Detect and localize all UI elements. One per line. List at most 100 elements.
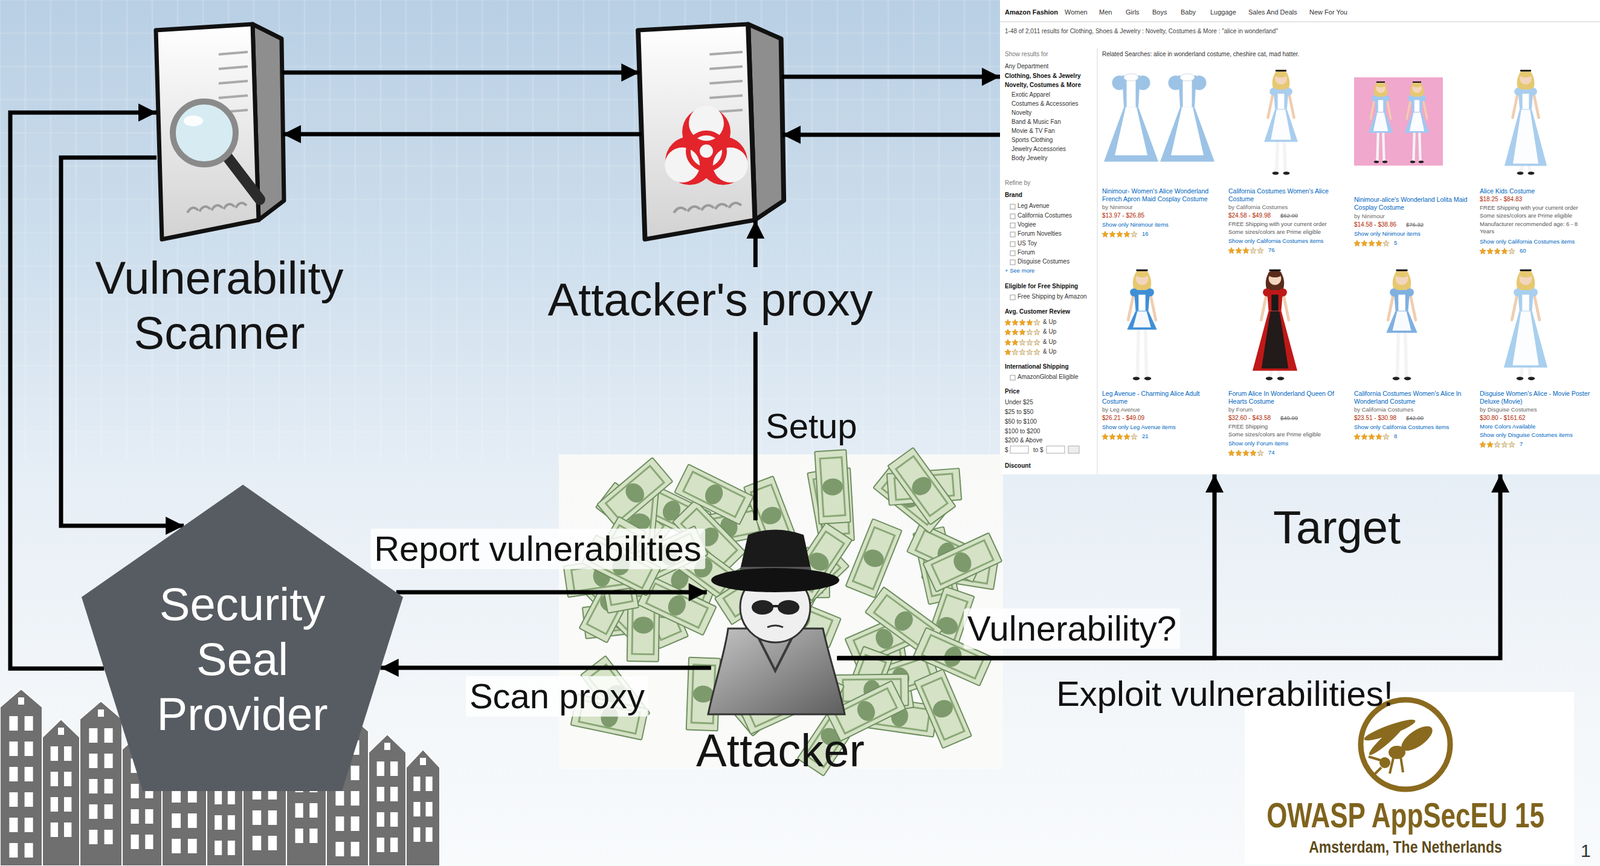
background-texture xyxy=(126,0,129,460)
rating-stars xyxy=(1479,248,1486,255)
costume-model xyxy=(1383,131,1384,162)
background-texture xyxy=(0,99,1000,101)
connector-arrow xyxy=(753,220,758,521)
screenshot-text: 1-48 of 2,011 results for Clothing, Shoe… xyxy=(1004,27,1278,36)
costume-model xyxy=(1404,376,1411,381)
costume-dress xyxy=(1103,73,1159,162)
dollar-bill xyxy=(929,696,956,721)
screenshot-text: Show only California Costumes items xyxy=(1479,238,1575,245)
checkbox xyxy=(1010,222,1016,228)
dollar-bill xyxy=(923,532,1003,593)
canal-house xyxy=(413,801,420,817)
node-label: Vulnerability Scanner xyxy=(77,250,362,361)
costume-model xyxy=(1511,292,1518,321)
background-texture xyxy=(0,165,1000,168)
screenshot-text: Leg Avenue xyxy=(1017,202,1050,210)
canal-house xyxy=(24,842,34,858)
rating-stars xyxy=(1354,433,1390,440)
screenshot-text: FREE Shipping xyxy=(1228,422,1268,430)
background-texture xyxy=(405,0,408,460)
costume-model xyxy=(1129,288,1138,297)
costume-model xyxy=(1389,288,1398,297)
scanner-server-icon xyxy=(172,101,236,165)
costume-model xyxy=(1271,294,1278,312)
costume-model xyxy=(1412,82,1423,88)
costume-model xyxy=(1378,100,1384,113)
rating-stars xyxy=(1026,329,1033,336)
background-texture xyxy=(329,0,332,460)
costume-model xyxy=(1149,292,1156,321)
canal-house xyxy=(351,816,360,831)
screenshot-text: $76.32 xyxy=(1406,221,1424,228)
costume-model xyxy=(1404,81,1430,164)
costume-model xyxy=(1528,171,1535,175)
proxy-server-icon xyxy=(673,207,686,213)
rating-stars xyxy=(1242,247,1249,254)
screenshot-text: $42.00 xyxy=(1406,414,1424,422)
costume-dress xyxy=(1103,107,1159,162)
canal-house xyxy=(9,766,18,782)
rating-stars xyxy=(1228,450,1235,457)
screenshot-text: $62.00 xyxy=(1280,212,1298,219)
canal-house xyxy=(0,688,43,866)
canal-house xyxy=(368,734,407,866)
dollar-bill xyxy=(674,464,754,525)
rating-stars xyxy=(1368,240,1375,247)
canal-house xyxy=(64,746,72,761)
node-label: Target xyxy=(1273,499,1401,555)
screenshot-text: US Toy xyxy=(1017,239,1037,248)
background-texture xyxy=(100,0,103,460)
screenshot-text: by Forum xyxy=(1228,406,1253,413)
proxy-server-icon xyxy=(709,66,743,69)
canal-house xyxy=(131,834,139,849)
costume-model xyxy=(1405,331,1407,378)
scanner-server-icon xyxy=(226,155,260,200)
screenshot-text: $50 to $100 xyxy=(1004,418,1037,426)
dollar-bill xyxy=(921,677,965,740)
rating-stars xyxy=(1368,433,1375,440)
rating-stars xyxy=(1004,339,1011,346)
canal-house xyxy=(50,796,59,812)
canal-house xyxy=(419,757,426,765)
screenshot-text: 7 xyxy=(1519,440,1523,448)
costume-model xyxy=(1262,288,1271,297)
background-texture xyxy=(963,0,966,460)
costume-model xyxy=(1533,292,1540,321)
canal-house xyxy=(58,727,65,735)
screenshot-text: FREE Shipping with your current order xyxy=(1479,204,1579,211)
canal-house xyxy=(79,700,123,866)
rating-stars xyxy=(1004,349,1040,356)
canal-house xyxy=(9,817,18,833)
costume-model xyxy=(1136,269,1149,272)
costume-model xyxy=(1132,311,1152,328)
canal-house xyxy=(252,835,262,851)
background-texture xyxy=(481,0,484,460)
screenshot-text: Movie & TV Fan xyxy=(1011,127,1055,135)
screenshot-text: Novelty xyxy=(1011,109,1032,117)
rating-stars xyxy=(1250,450,1257,457)
rating-stars xyxy=(1354,433,1361,440)
background-texture xyxy=(836,0,839,460)
rating-stars xyxy=(1228,450,1264,457)
canal-house xyxy=(88,753,98,768)
costume-model xyxy=(1398,294,1405,312)
canal-house xyxy=(227,815,236,830)
canal-house xyxy=(309,828,318,843)
background-texture xyxy=(557,0,560,460)
photo-background xyxy=(1354,77,1443,166)
dollar-bill xyxy=(896,456,948,517)
screenshot-text: Baby xyxy=(1180,8,1196,17)
seal-provider-pentagon: Security Seal Provider xyxy=(81,484,404,791)
connector-arrow xyxy=(282,131,642,136)
screenshot-text: $200 & Above xyxy=(1004,436,1043,445)
slide-number: 1 xyxy=(1580,839,1591,862)
screenshot-text: Show only Ninimour items xyxy=(1354,230,1421,237)
screenshot-text: 8 xyxy=(1393,432,1397,440)
rating-stars xyxy=(1033,319,1040,326)
canal-house xyxy=(309,803,318,818)
costume-model xyxy=(1373,112,1388,132)
dollar-bill xyxy=(914,668,972,749)
scanner-server-icon xyxy=(223,204,235,210)
owasp-logo xyxy=(1368,756,1404,778)
